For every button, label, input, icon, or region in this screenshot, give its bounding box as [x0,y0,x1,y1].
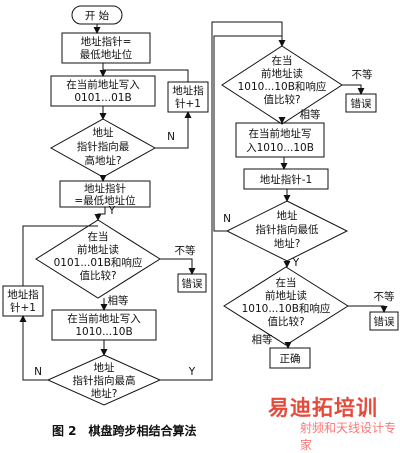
write2-line1: 在当前地址写入 [67,312,141,325]
err2-label: 错误 [351,97,372,110]
dec3-line3: 地址? [91,387,118,400]
dec6-line2: 前地址读 [265,289,307,302]
dec4-line2: 前地址读 [261,67,303,80]
write2-line2: 1010...10B [75,326,132,338]
dec1-line2: 指针指向最 [77,140,130,153]
dec1-line1: 地址 [93,126,114,139]
dec4-line3: 1010...10B和响应 [238,80,327,93]
dec6-line4: 值比较? [267,315,304,328]
decision-compare-0101 [35,219,161,299]
label-equal-1: 相等 [108,294,129,307]
label-notequal-2: 不等 [352,68,373,81]
dec2-line3: 0101...01B和响应 [54,256,143,269]
label-equal-2: 相等 [300,108,321,121]
init1-line2: 最低地址位 [80,48,133,61]
label-notequal-3: 不等 [374,290,395,303]
dec4-line1: 在当 [272,54,293,67]
dec2-line2: 前地址读 [77,243,119,256]
inc1-line1: 地址指 [172,84,204,97]
dec5-line1: 地址 [277,209,298,222]
figure-caption: 图 2 棋盘跨步相结合算法 [52,424,197,438]
dec6-line3: 1010...10B和响应 [242,302,331,315]
label-n-3: N [223,213,231,225]
write1-line2: 0101...01B [74,92,131,104]
label-n-2: N [34,366,42,378]
init-pointer-box-1 [61,32,151,64]
dec3-line2: 指针指向最高 [73,374,136,387]
dec1-line3: 高地址? [84,154,121,167]
dec4-line4: 值比较? [263,93,300,106]
write3-line1: 在当前地址写 [249,127,312,140]
init2-line1: 地址指针 [84,182,126,195]
figure-caption-bar: 图 2 棋盘跨步相结合算法 [0,418,400,443]
init2-line2: =最低地址位 [74,194,136,207]
write3-line2: 入1010...10B [246,142,314,154]
flowchart: 开 始 地址指针= 最低地址位 在当前地址写入 0101...01B 地址指 针… [2,5,399,406]
label-y-3: Y [292,257,300,269]
dec3-line1: 地址 [94,361,115,374]
start-label: 开 始 [85,9,110,22]
err1-label: 错误 [182,277,203,290]
err3-label: 错误 [374,315,395,328]
label-n-1: N [167,131,175,143]
inc2-line2: 针+1 [10,301,36,314]
inc2-line1: 地址指 [7,288,39,301]
label-equal-3: 相等 [252,333,273,346]
ok-label: 正确 [280,352,301,365]
write1-line1: 在当前地址写入 [66,78,140,91]
dec6-line1: 在当 [276,276,297,289]
dec5-line3: 地址? [274,237,301,250]
dec5-line2: 指针指向最低 [256,223,319,236]
inc1-line2: 针+1 [175,97,201,110]
dec2-line4: 值比较? [79,269,116,282]
label-y-2: Y [188,366,196,378]
watermark-logo: 易迪拓培训 [268,396,378,420]
dec-ptr-label: 地址指针-1 [260,173,312,186]
watermark-subtitle: 射频和天线设计专家 [300,421,397,452]
dec2-line1: 在当 [88,230,109,243]
label-y-1: Y [108,205,116,217]
init1-line1: 地址指针= [81,35,132,48]
decision-highest-address-2 [46,354,162,406]
label-notequal-1: 不等 [175,244,196,257]
